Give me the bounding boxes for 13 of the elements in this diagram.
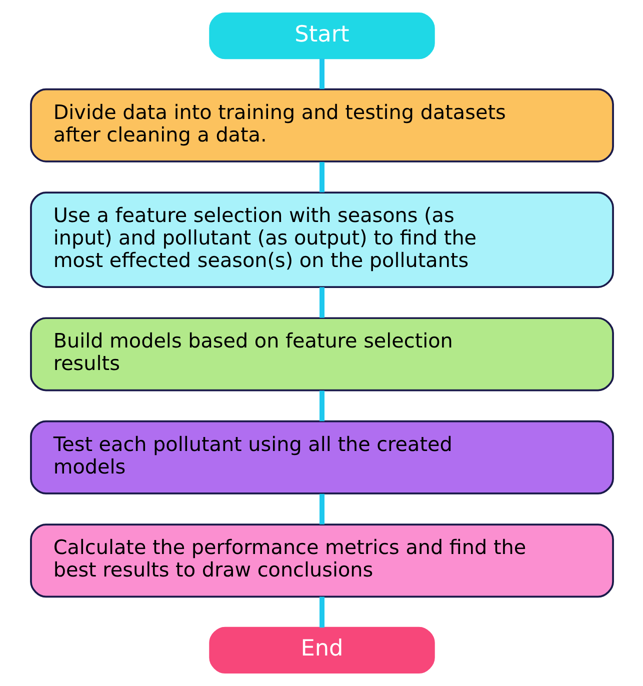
node-box: Build models based on feature selection results — [30, 317, 614, 392]
node-box: Use a feature selection with seasons (as input) and pollutant (as output) to find the most effected season(s) on the pollutants — [30, 192, 614, 288]
node-box: Calculate the performance metrics and find the best results to draw conclusions — [30, 524, 614, 598]
node-box: Test each pollutant using all the created models — [30, 420, 614, 494]
connector — [319, 287, 324, 318]
node-box: Start — [208, 12, 434, 60]
connector — [319, 596, 324, 628]
node-box: End — [208, 626, 434, 674]
connector — [319, 494, 324, 524]
node-box: Divide data into training and testing datasets after cleaning a data. — [30, 88, 614, 162]
connector — [319, 390, 324, 422]
connector — [319, 58, 324, 89]
connector — [319, 162, 324, 192]
